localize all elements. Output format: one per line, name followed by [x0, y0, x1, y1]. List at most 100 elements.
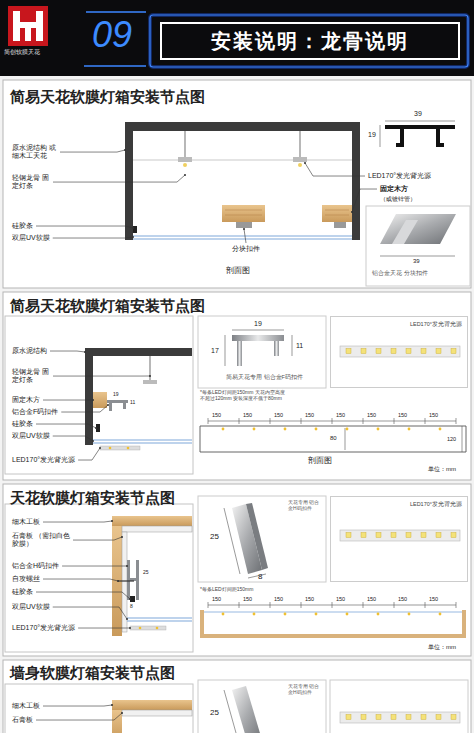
- part-label: 双层UV软膜: [12, 603, 50, 611]
- leader-dot: [149, 375, 151, 377]
- dimension: 150: [212, 412, 221, 418]
- section-title: 墙身软膜灯箱安装节点图: [10, 664, 175, 681]
- dimension: 39: [413, 258, 420, 265]
- section-panel: [3, 484, 471, 656]
- part-label: 轻钢龙骨 固定灯条: [12, 368, 50, 384]
- profile-caption: 简易天花专用 铝合金F码扣件: [226, 374, 303, 380]
- view-label: 剖面图: [226, 266, 250, 275]
- neon-glow: [150, 15, 468, 67]
- logo: [8, 6, 48, 46]
- part-note: （或镀锌管）: [380, 196, 416, 203]
- leader-dot: [304, 162, 306, 164]
- photo-caption: 铝合金天花 分块扣件: [372, 270, 467, 276]
- section-panel: [3, 80, 471, 288]
- part-label: 硅胶条: [12, 420, 33, 428]
- dimension: 150: [274, 412, 283, 418]
- section-title: 简易天花软膜灯箱安装节点图: [10, 88, 205, 105]
- neon-line: [84, 12, 146, 66]
- leader-line: [78, 628, 130, 629]
- dimension: 150: [243, 596, 252, 602]
- dimension: 8: [258, 572, 262, 581]
- photo-frame: LED170°发光背光源: [330, 496, 468, 582]
- leader-dot: [121, 712, 123, 714]
- part-label: 原水泥结构 或细木工天花: [12, 144, 57, 160]
- part-label: 固定木方: [380, 185, 408, 193]
- unit-note: 单位：mm: [428, 466, 456, 473]
- part-label: LED170°发光背光源: [12, 624, 75, 632]
- dimension: 150: [305, 596, 314, 602]
- dimension: 150: [212, 596, 221, 602]
- leader-line: [62, 566, 127, 567]
- dimension: 8: [130, 604, 133, 610]
- leader-dot: [124, 149, 126, 151]
- dimension: 19: [254, 320, 262, 328]
- leader-dot: [126, 565, 128, 567]
- leader-line: [36, 226, 133, 228]
- leader-dot: [184, 174, 186, 176]
- dimension: 150: [398, 596, 407, 602]
- leader-line: [60, 150, 125, 152]
- view-label: 剖面图: [308, 456, 332, 465]
- part-label: 铝合金F码扣件: [12, 408, 58, 416]
- ceiling-section-3: [5, 496, 468, 652]
- dimension: 150: [336, 412, 345, 418]
- leader-line: [36, 424, 96, 428]
- dimension: 25: [143, 570, 149, 576]
- leader-line: [53, 376, 150, 377]
- section-title: 简易天花软膜灯箱安装节点图: [10, 297, 205, 314]
- leader-line: [244, 229, 246, 243]
- leader-line: [50, 351, 85, 353]
- leader-line: [305, 163, 365, 176]
- leader-lines: [36, 149, 377, 720]
- leader-dot: [129, 598, 131, 600]
- spec-note: *每条LED灯间距150mm: [200, 587, 253, 593]
- leader-line: [43, 400, 93, 401]
- part-label: 硅胶条: [12, 222, 33, 230]
- part-label: 自攻螺丝: [12, 575, 40, 583]
- photo-caption: LED170°发光背光源: [410, 321, 462, 328]
- photo-frame: LED170°发光背光源: [330, 316, 468, 388]
- dimension: 150: [429, 412, 438, 418]
- dimension: 11: [296, 342, 303, 350]
- part-label: 石膏板: [12, 716, 33, 724]
- leader-dot: [126, 618, 128, 620]
- leader-dot: [121, 536, 123, 538]
- part-label: 石膏板 （需扣白色胶膜）: [12, 532, 70, 548]
- leader-line: [53, 237, 133, 238]
- profile-caption: 天花专用 铝合金H码扣件: [288, 684, 320, 696]
- dimension: 19: [113, 392, 119, 398]
- dimension: 17: [211, 347, 219, 355]
- dimension: 150: [429, 596, 438, 602]
- header-band: [0, 0, 474, 76]
- dimension: 150: [367, 412, 376, 418]
- neon-frame: [150, 15, 468, 67]
- leader-dot: [129, 627, 131, 629]
- leader-line: [43, 521, 112, 522]
- part-label: 铝合金H码扣件: [12, 562, 59, 570]
- leader-line: [36, 713, 122, 720]
- leader-line: [53, 607, 127, 619]
- logo-text: 简创软膜天花: [4, 49, 54, 56]
- dimension: 11: [130, 400, 135, 406]
- dimension: 150: [336, 596, 345, 602]
- photo-caption: LED170°发光背光源: [410, 501, 462, 508]
- leader-dot: [92, 399, 94, 401]
- leader-dot: [95, 427, 97, 429]
- section-title: 天花软膜灯箱安装节点图: [10, 489, 175, 506]
- dimension: 150: [398, 412, 407, 418]
- ceiling-section-1: [125, 121, 470, 286]
- part-label: 细木工板: [12, 702, 40, 710]
- profile-caption: 天花专用 铝合金H码扣件: [288, 500, 320, 512]
- dimension: 150: [274, 596, 283, 602]
- page-number: 09: [92, 14, 132, 55]
- leader-dot: [132, 227, 134, 229]
- dimension: 150: [305, 412, 314, 418]
- dimension: 150: [367, 596, 376, 602]
- dimension: 25: [210, 532, 219, 541]
- dimension: 120: [447, 436, 456, 442]
- leader-dot: [111, 704, 113, 706]
- leader-line: [43, 579, 118, 581]
- part-label: 固定木方: [12, 396, 40, 404]
- leader-line: [36, 592, 130, 599]
